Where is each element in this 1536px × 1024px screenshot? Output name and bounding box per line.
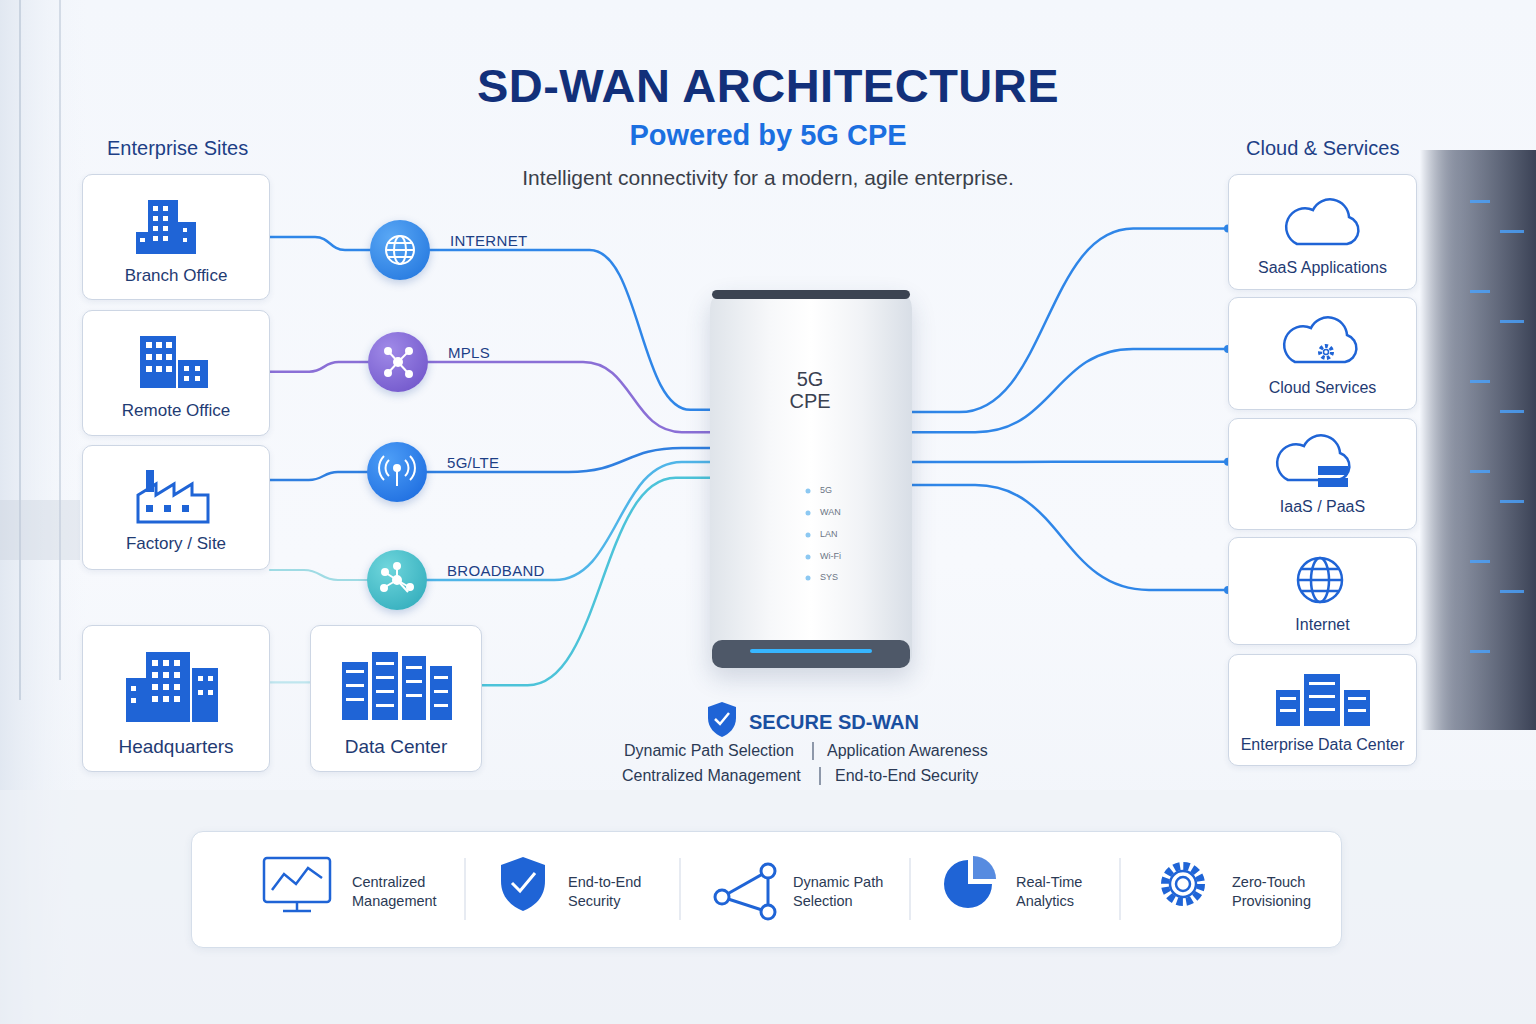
site-box: Headquarters <box>82 625 270 772</box>
node-label: INTERNET <box>450 232 527 249</box>
device-top-cap <box>712 290 910 299</box>
feature-text: Dynamic Path Selection <box>624 742 794 760</box>
service-box: IaaS / PaaS <box>1228 418 1417 530</box>
server-icon <box>1276 674 1370 726</box>
connector-line <box>912 349 1228 432</box>
site-box: Factory / Site <box>82 445 270 570</box>
separator <box>812 742 813 760</box>
node-text: Real-Time Analytics <box>1016 873 1134 911</box>
node-label: SaaS Applications <box>1229 259 1416 277</box>
connector-line <box>270 362 368 372</box>
node-label: Remote Office <box>83 401 269 421</box>
globe-glyph <box>386 236 414 264</box>
node-label: 5G/LTE <box>447 454 499 471</box>
cloud-server-icon <box>1277 435 1349 487</box>
node-text: Zero-Touch Provisioning <box>1232 873 1362 911</box>
device-base <box>712 640 910 668</box>
node-text: WAN <box>820 507 841 517</box>
gear-icon <box>1165 866 1201 902</box>
node-label: Cloud Services <box>1229 379 1416 397</box>
node-text: Wi-Fi <box>820 551 841 561</box>
node-label: BROADBAND <box>447 562 545 579</box>
server-icon <box>342 652 452 720</box>
connector-line <box>482 478 710 685</box>
node-text: LAN <box>820 529 838 539</box>
title: SD-WAN ARCHITECTURE <box>0 58 1536 113</box>
glass-frame <box>59 0 61 680</box>
node-label: Centralized Management <box>352 873 470 911</box>
node-label: Branch Office <box>83 266 269 286</box>
connector-line <box>428 362 710 432</box>
cloud-icon <box>1286 199 1358 244</box>
shield-icon <box>708 702 736 737</box>
connector-line <box>912 460 1228 463</box>
antenna-glyph <box>379 456 415 486</box>
node-label: Factory / Site <box>83 534 269 554</box>
connector-line <box>270 472 367 480</box>
site-box: Data Center <box>310 625 482 772</box>
node-label: Enterprise Data Center <box>1229 736 1416 754</box>
node-label: MPLS <box>448 344 490 361</box>
building-icon <box>140 336 208 388</box>
link-circle: BROADBAND <box>367 550 427 610</box>
globe-icon <box>1298 558 1342 602</box>
feature-band: Centralized Management End-to-End Securit… <box>191 831 1342 948</box>
caption: Intelligent connectivity for a modern, a… <box>0 166 1536 190</box>
cloud-gear-icon <box>1284 317 1356 362</box>
site-box: Remote Office <box>82 310 270 436</box>
node-label: Headquarters <box>83 736 269 758</box>
floor <box>0 790 1536 1024</box>
service-box: Cloud Services <box>1228 297 1417 410</box>
site-box: Branch Office <box>82 174 270 300</box>
node-label: 5G CPE <box>786 368 834 412</box>
group-heading: Enterprise Sites <box>107 137 248 160</box>
connector-line <box>912 485 1228 590</box>
shield-icon <box>501 857 545 911</box>
connector-line <box>427 448 710 472</box>
group-heading: Cloud & Services <box>1246 137 1399 160</box>
link-circle: MPLS <box>368 332 428 392</box>
cpe-device: 5G CPE 5G WAN LAN Wi-FiSYS <box>710 290 912 668</box>
link-circle: INTERNET <box>370 220 430 280</box>
connector-line <box>270 681 310 683</box>
feature-text: Centralized Management <box>622 767 801 785</box>
office-furniture <box>0 500 80 560</box>
node-label: Internet <box>1229 616 1416 634</box>
led-dots <box>806 489 811 581</box>
separator <box>465 858 1120 920</box>
monitor-icon <box>264 858 330 911</box>
node-label: IaaS / PaaS <box>1229 498 1416 516</box>
service-box: Enterprise Data Center <box>1228 654 1417 766</box>
building-icon <box>126 652 218 722</box>
feature-text: Application Awareness <box>827 742 988 760</box>
building-icon <box>136 200 196 254</box>
connector-line <box>270 237 370 250</box>
link-circle: 5G/LTE <box>367 442 427 502</box>
network-glyph <box>381 563 413 592</box>
node-text: SYS <box>820 572 838 582</box>
connector-line <box>912 229 1228 413</box>
feature-text: End-to-End Security <box>835 767 978 785</box>
status-glow <box>750 649 872 653</box>
node-text: 5G <box>820 485 832 495</box>
server-rack <box>1420 150 1536 730</box>
node-text: End-to-End Security <box>568 873 686 911</box>
node-text: Dynamic Path Selection <box>793 873 911 911</box>
glass-frame <box>19 0 21 700</box>
pie-icon <box>944 856 996 908</box>
separator <box>819 767 820 785</box>
connector-line <box>270 570 367 580</box>
factory-icon <box>138 470 208 522</box>
network-glyph <box>385 348 412 377</box>
path-icon <box>715 864 775 919</box>
service-box: Internet <box>1228 537 1417 645</box>
connector-line <box>430 250 710 410</box>
service-box: SaaS Applications <box>1228 174 1417 290</box>
feature-heading: SECURE SD-WAN <box>749 711 919 734</box>
rack-lights <box>1470 200 1524 653</box>
node-label: Data Center <box>311 736 481 758</box>
